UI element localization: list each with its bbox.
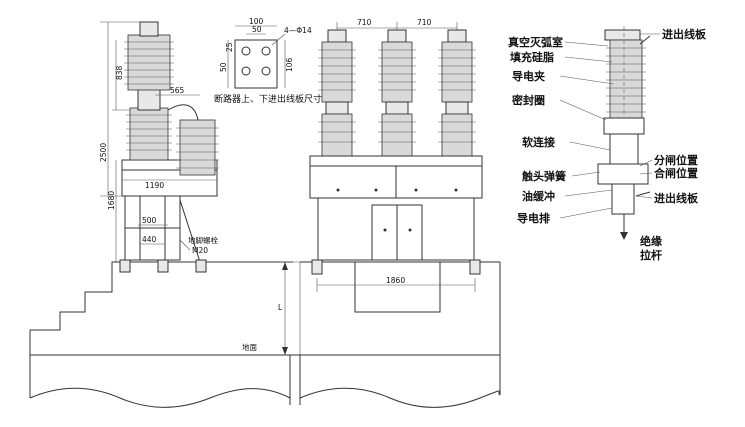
dim-50-top: 50 [252, 25, 262, 34]
pole-a [321, 29, 353, 157]
label-terminal-top: 进出线板 [662, 27, 707, 41]
label-vacuum-chamber: 真空灭弧室 [508, 35, 563, 49]
label-insulated-rod-2: 拉杆 [640, 248, 662, 262]
label-oil-buffer: 油缓冲 [522, 189, 555, 203]
dim-710-a: 710 [357, 18, 372, 27]
anchor-bolt-label: 地脚螺栓 [188, 235, 218, 245]
dim-565: 565 [170, 86, 185, 95]
foundation [29, 261, 501, 408]
label-terminal-bottom: 进出线板 [654, 191, 699, 205]
dim-2500: 2500 [99, 143, 108, 162]
dim-25: 25 [225, 42, 234, 52]
dim-100: 100 [249, 17, 264, 26]
dim-1860: 1860 [386, 276, 405, 285]
terminal-plate-detail [227, 25, 286, 89]
pole-c [441, 29, 473, 157]
hole-spec: 4—Φ14 [284, 26, 312, 35]
dim-710-b: 710 [417, 18, 432, 27]
section-view [559, 26, 660, 240]
label-seal-ring: 密封圈 [512, 93, 545, 107]
dim-L: L [278, 303, 283, 312]
label-busbar: 导电排 [517, 211, 550, 225]
dim-440: 440 [142, 235, 157, 244]
dim-838: 838 [115, 65, 124, 80]
dim-50-side: 50 [219, 62, 228, 72]
label-contact-spring: 触头弹簧 [521, 169, 566, 183]
ground-label: 地面 [242, 342, 257, 352]
label-flexible-connection: 软连接 [522, 135, 555, 149]
pole-b [381, 29, 413, 157]
dim-1190: 1190 [145, 181, 164, 190]
label-closing-position: 合闸位置 [654, 166, 698, 180]
label-silicone-fill: 填充硅脂 [510, 50, 554, 64]
dim-500: 500 [142, 216, 157, 225]
dim-106: 106 [285, 57, 294, 72]
dim-1680: 1680 [107, 191, 116, 210]
label-insulated-rod-1: 绝缘 [640, 234, 662, 248]
label-conductive-clamp: 导电夹 [512, 69, 545, 83]
front-view [309, 22, 483, 292]
terminal-detail-caption: 断路器上、下进出线板尺寸 [214, 93, 322, 105]
label-opening-position: 分闸位置 [654, 153, 698, 167]
anchor-bolt-size: M20 [192, 246, 208, 255]
side-view [100, 21, 219, 273]
